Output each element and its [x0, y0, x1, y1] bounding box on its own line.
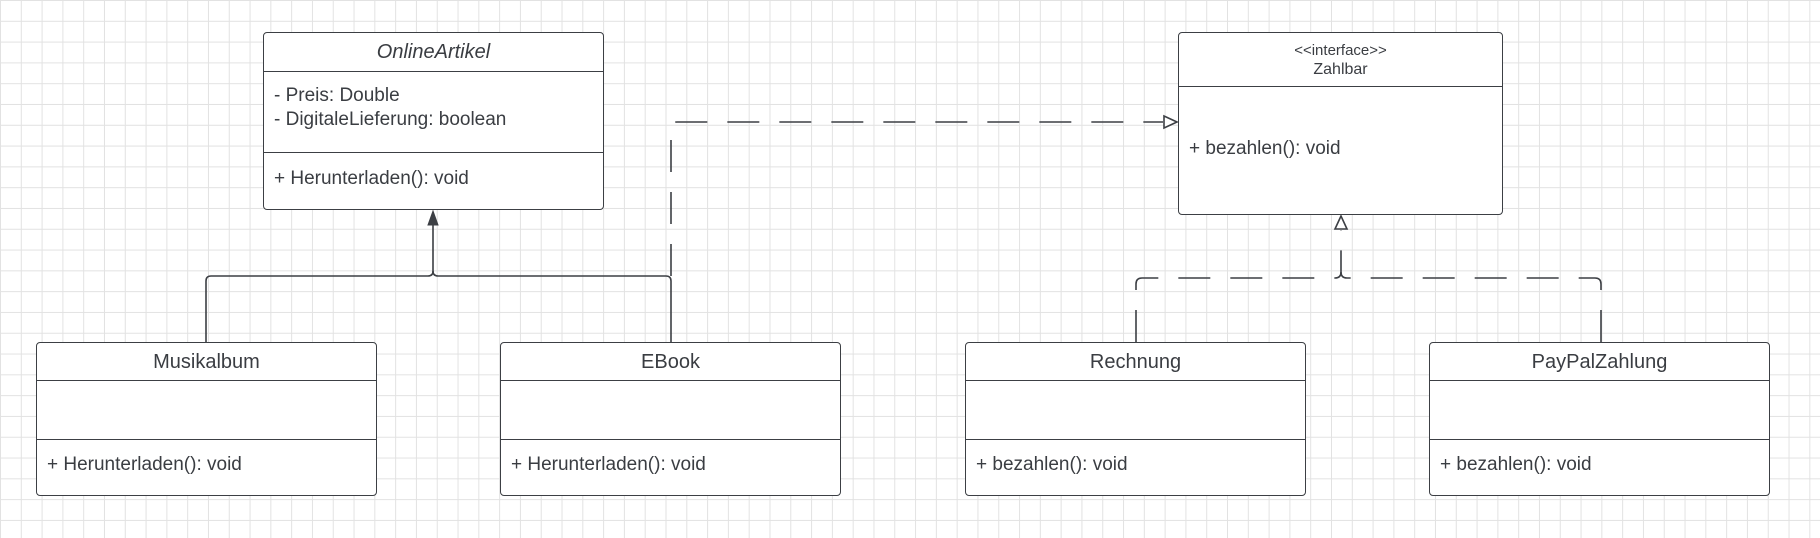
- class-musikalbum[interactable]: Musikalbum + Herunterladen(): void: [36, 342, 377, 496]
- class-name: OnlineArtikel: [376, 41, 491, 63]
- attributes-compartment: [1430, 380, 1769, 439]
- attribute-digitale-lieferung: - DigitaleLieferung: boolean: [274, 109, 507, 130]
- methods-compartment: + Herunterladen(): void: [37, 439, 376, 495]
- inheritance-arrowhead: [427, 209, 439, 226]
- method-bezahlen: + bezahlen(): void: [976, 454, 1128, 475]
- generalization-connector: [205, 222, 672, 342]
- class-header: OnlineArtikel: [264, 33, 603, 71]
- class-header: EBook: [501, 343, 840, 380]
- attributes-compartment: [501, 380, 840, 439]
- class-header: PayPalZahlung: [1430, 343, 1769, 380]
- methods-compartment: + Herunterladen(): void: [264, 152, 603, 209]
- attributes-compartment: [37, 380, 376, 439]
- class-online-artikel[interactable]: OnlineArtikel - Preis: Double - Digitale…: [263, 32, 604, 210]
- stereotype-label: <<interface>>: [1294, 42, 1387, 59]
- attributes-compartment: - Preis: Double - DigitaleLieferung: boo…: [264, 71, 603, 152]
- class-name: Musikalbum: [153, 350, 260, 373]
- methods-compartment: + bezahlen(): void: [966, 439, 1305, 495]
- class-header: Musikalbum: [37, 343, 376, 380]
- methods-compartment: + Herunterladen(): void: [501, 439, 840, 495]
- class-header: Rechnung: [966, 343, 1305, 380]
- realization-arrowhead-payments: [1333, 214, 1349, 230]
- method-herunterladen: + Herunterladen(): void: [274, 168, 469, 189]
- interface-zahlbar[interactable]: <<interface>> Zahlbar + bezahlen(): void: [1178, 32, 1503, 215]
- class-name: Rechnung: [1089, 350, 1182, 373]
- attributes-compartment: [966, 380, 1305, 439]
- methods-compartment: + bezahlen(): void: [1430, 439, 1769, 495]
- class-name: Zahlbar: [1313, 61, 1368, 78]
- methods-compartment: + bezahlen(): void: [1179, 86, 1502, 213]
- realization-connector-payments: [1135, 230, 1602, 342]
- method-herunterladen: + Herunterladen(): void: [47, 454, 242, 475]
- attribute-preis: - Preis: Double: [274, 85, 400, 106]
- method-bezahlen: + bezahlen(): void: [1189, 138, 1341, 159]
- class-rechnung[interactable]: Rechnung + bezahlen(): void: [965, 342, 1306, 496]
- class-ebook[interactable]: EBook + Herunterladen(): void: [500, 342, 841, 496]
- realization-connector-ebook: [670, 121, 1163, 276]
- method-bezahlen: + bezahlen(): void: [1440, 454, 1592, 475]
- method-herunterladen: + Herunterladen(): void: [511, 454, 706, 475]
- class-name: PayPalZahlung: [1531, 350, 1668, 373]
- class-name: EBook: [641, 350, 700, 373]
- class-header: <<interface>> Zahlbar: [1179, 33, 1502, 86]
- realization-arrowhead-ebook: [1163, 114, 1179, 130]
- class-paypalzahlung[interactable]: PayPalZahlung + bezahlen(): void: [1429, 342, 1770, 496]
